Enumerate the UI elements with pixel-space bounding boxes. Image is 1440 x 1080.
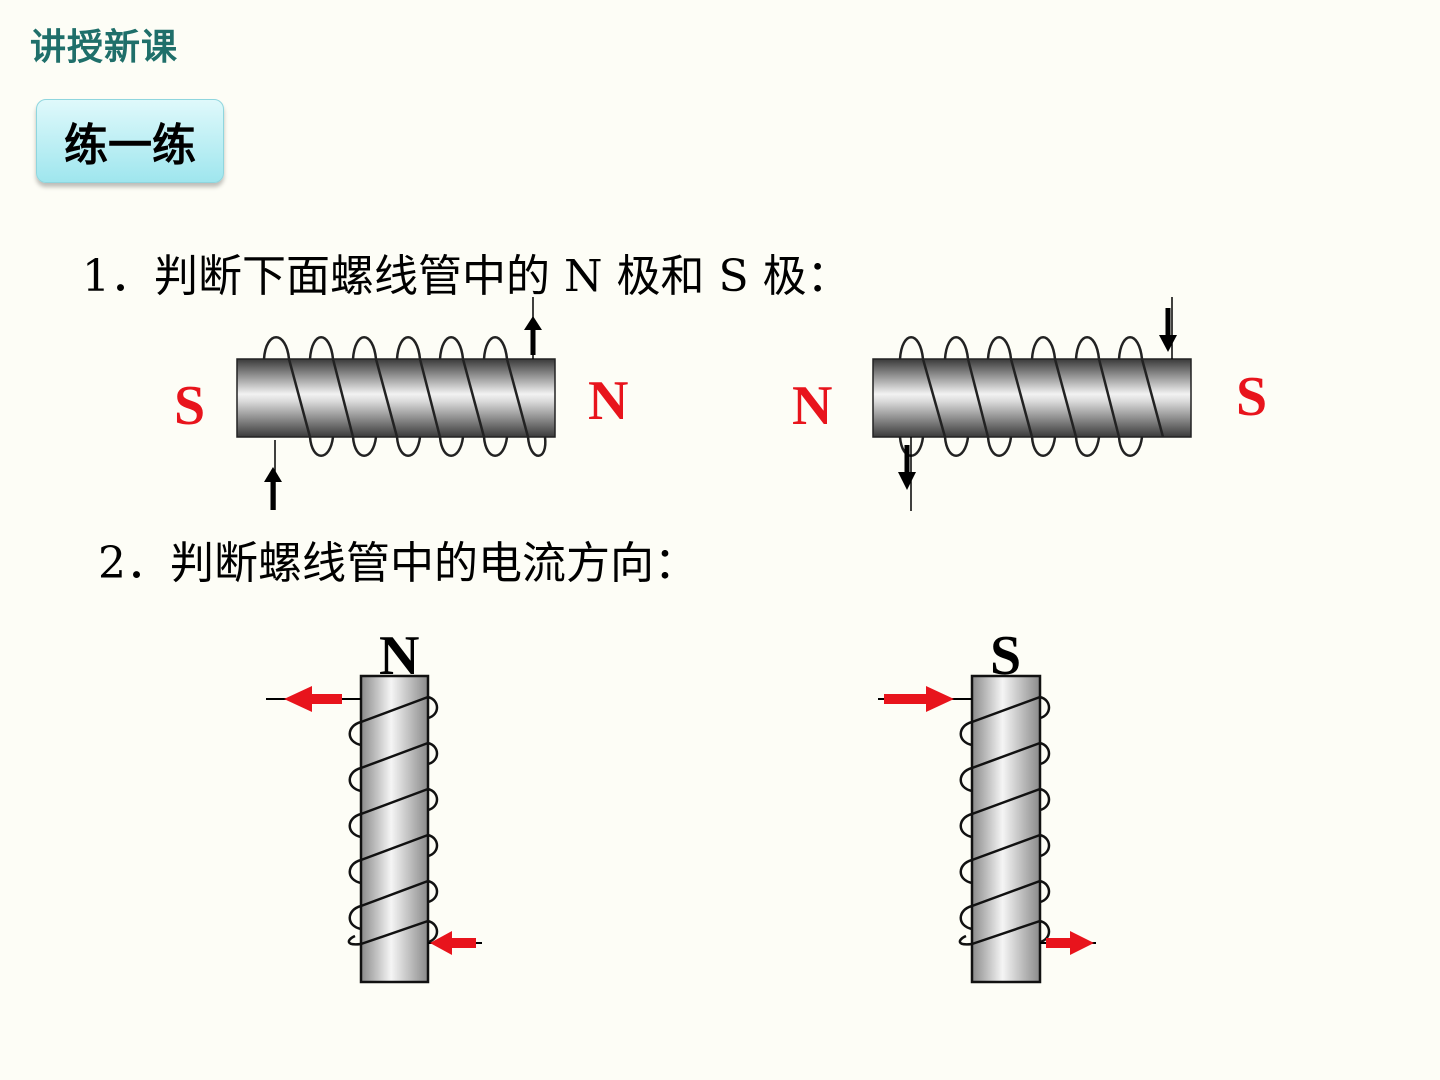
solenoid-4-coil — [958, 695, 1051, 946]
lesson-header: 讲授新课 — [30, 27, 179, 68]
solenoid-1 — [236, 297, 556, 510]
solenoid-4-top-current-arrow-icon — [878, 686, 972, 712]
solenoid-2-top-arrow-icon — [1159, 297, 1177, 359]
solenoid-3-bottom-current-arrow-icon — [428, 931, 482, 955]
solenoid-1-left-pole-label: S — [174, 375, 206, 437]
solenoid-4-top-pole-label: S — [990, 625, 1022, 687]
solenoid-4 — [878, 674, 1096, 984]
solenoid-3-top-current-arrow-icon — [266, 686, 361, 712]
solenoid-1-bottom-arrow-icon — [264, 440, 282, 510]
solenoid-3 — [266, 674, 482, 984]
solenoid-2-right-pole-label: S — [1236, 366, 1268, 428]
solenoid-2 — [872, 297, 1192, 511]
solenoid-2-left-pole-label: N — [792, 375, 833, 437]
solenoid-1-top-arrow-icon — [524, 297, 542, 359]
question-2-text: 2．判断螺线管中的电流方向： — [98, 538, 698, 589]
solenoid-1-coil — [262, 336, 547, 457]
solenoid-2-bottom-arrow-icon — [898, 437, 916, 511]
solenoid-3-coil — [347, 695, 439, 946]
solenoid-2-coil — [898, 336, 1165, 457]
solenoid-3-top-pole-label: N — [379, 625, 420, 687]
solenoid-4-bottom-current-arrow-icon — [1040, 931, 1096, 955]
question-1-text: 1．判断下面螺线管中的 N 极和 S 极： — [82, 251, 851, 302]
practice-badge: 练一练 — [36, 99, 224, 183]
solenoid-1-right-pole-label: N — [588, 370, 629, 432]
